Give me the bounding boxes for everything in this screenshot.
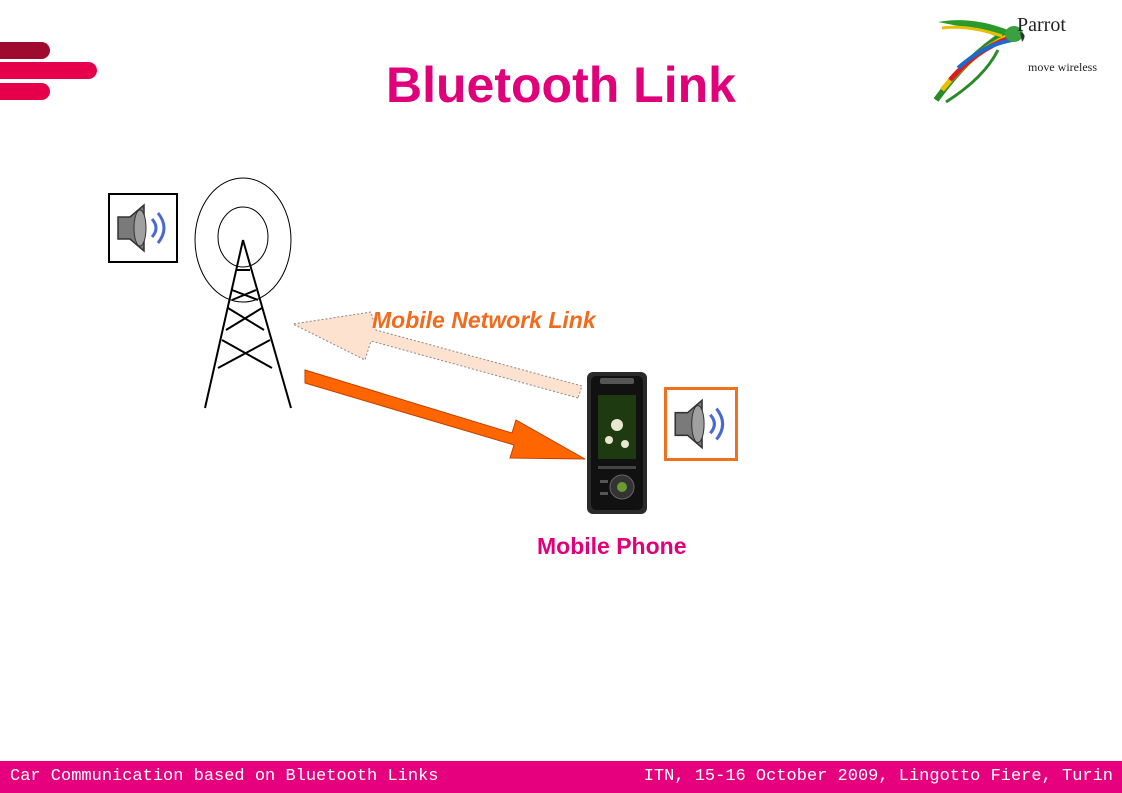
decorative-bar-bottom [0,83,50,100]
logo-tagline: move wireless [1028,60,1097,74]
tower-speaker-icon [108,193,178,263]
decorative-bar-top [0,42,50,59]
logo-name: Parrot [1017,14,1066,36]
radio-tower-icon [194,177,292,409]
decorative-bar-middle [0,62,97,79]
mobile-phone-icon [587,372,647,514]
downlink-arrow [304,369,586,460]
footer-bar: Car Communication based on Bluetooth Lin… [0,761,1122,793]
footer-left-text: Car Communication based on Bluetooth Lin… [10,767,439,786]
uplink-arrow [291,311,583,399]
footer-right-text: ITN, 15-16 October 2009, Lingotto Fiere,… [643,767,1113,786]
network-link-label: Mobile Network Link [372,307,596,333]
slide-title: Bluetooth Link [386,57,736,113]
phone-speaker-icon [664,387,738,461]
mobile-phone-label: Mobile Phone [537,533,687,559]
parrot-bird-icon [933,20,1025,104]
